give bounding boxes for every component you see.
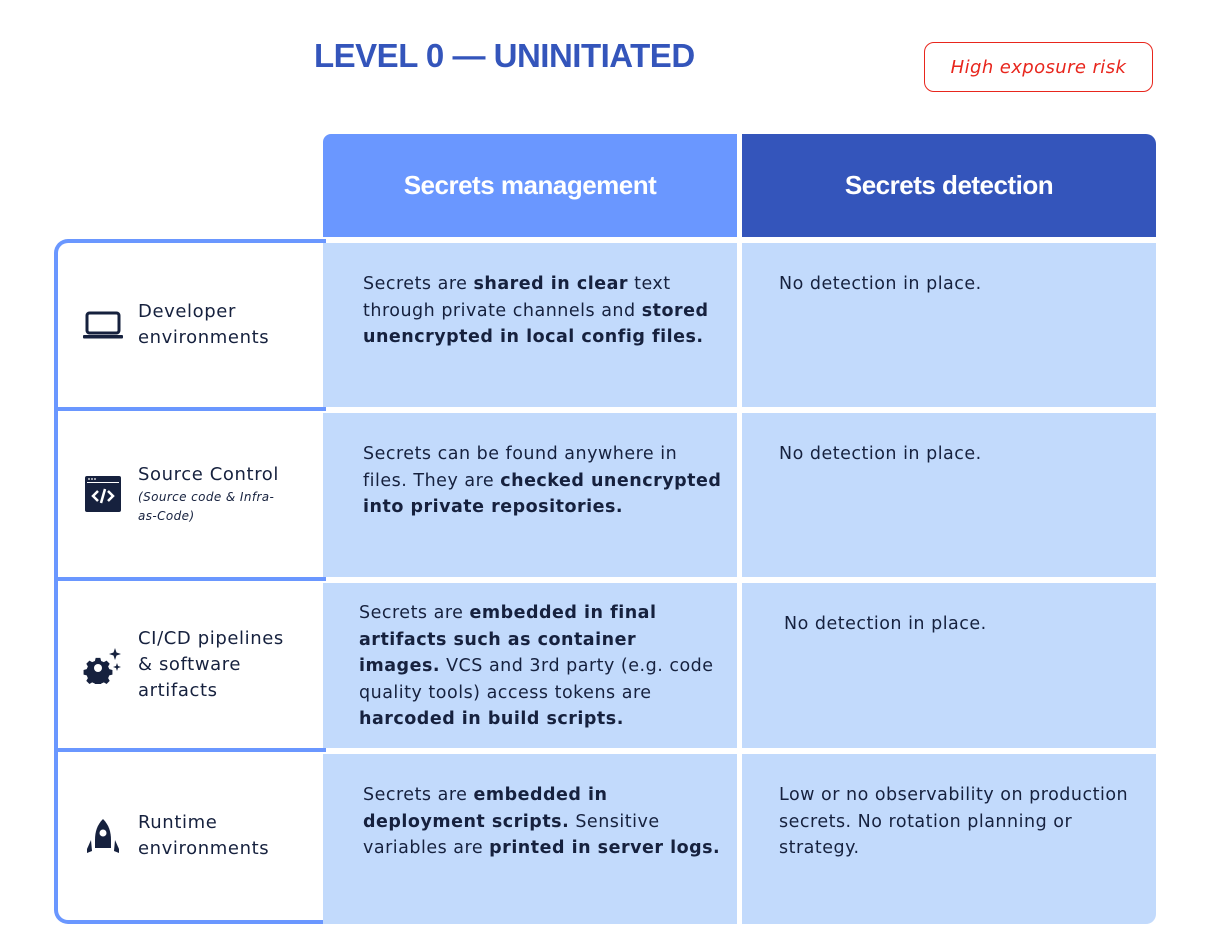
cell-management-cicd: Secrets are embedded in final artifacts … [323,583,737,748]
risk-badge: High exposure risk [924,42,1153,92]
emphasis-text: stored unencrypted in local config files… [363,300,709,348]
column-header-detection: Secrets detection [742,134,1156,237]
body-text: Secrets are [359,603,470,623]
row-label-cicd: CI/CD pipelines & software artifacts [82,581,322,748]
cell-detection-cicd: No detection in place. [742,583,1156,748]
column-header-management: Secrets management [323,134,737,237]
cell-detection-source-control: No detection in place. [742,413,1156,577]
emphasis-text: embedded in deployment scripts. [363,785,608,832]
row-label-runtime: Runtime environments [82,752,322,920]
row-label-text: Source Control [138,464,280,485]
body-text: VCS and 3rd party (e.g. code quality too… [359,656,714,703]
emphasis-text: harcoded in build scripts. [359,709,624,729]
emphasis-text: embedded in final artifacts such as cont… [359,603,657,676]
body-text: Sensitive variables are [363,811,660,859]
cell-management-runtime: Secrets are embedded in deployment scrip… [323,754,737,924]
row-label-text: Runtime environments [138,812,270,859]
gear-sparkle-icon [82,644,124,686]
laptop-icon [82,304,124,346]
row-label-text: CI/CD pipelines & software artifacts [138,627,284,701]
body-text: Secrets are [363,785,474,805]
row-divider [54,748,326,752]
rocket-icon [82,815,124,857]
row-label-text: Developer environments [138,301,270,348]
row-divider [54,407,326,411]
row-sublabel: (Source code & Infra-as-Code) [138,490,275,523]
emphasis-text: shared in clear [473,274,629,294]
body-text: text through private channels and [363,274,671,321]
cell-detection-developer: No detection in place. [742,243,1156,407]
cell-detection-runtime: Low or no observability on production se… [742,754,1156,924]
emphasis-text: printed in server logs. [489,838,721,858]
emphasis-text: checked unencrypted into private reposit… [363,470,722,518]
cell-management-developer: Secrets are shared in clear text through… [323,243,737,407]
row-label-source-control: Source Control (Source code & Infra-as-C… [82,411,322,577]
cell-management-source-control: Secrets can be found anywhere in files. … [323,413,737,577]
code-window-icon [82,473,124,515]
body-text: Secrets are [363,274,474,294]
row-labels-frame [54,239,326,924]
body-text: Secrets can be found anywhere in files. … [363,444,678,491]
page-title: LEVEL 0 — UNINITIATED [314,37,695,74]
row-divider [54,577,326,581]
row-label-developer-environments: Developer environments [82,243,322,407]
